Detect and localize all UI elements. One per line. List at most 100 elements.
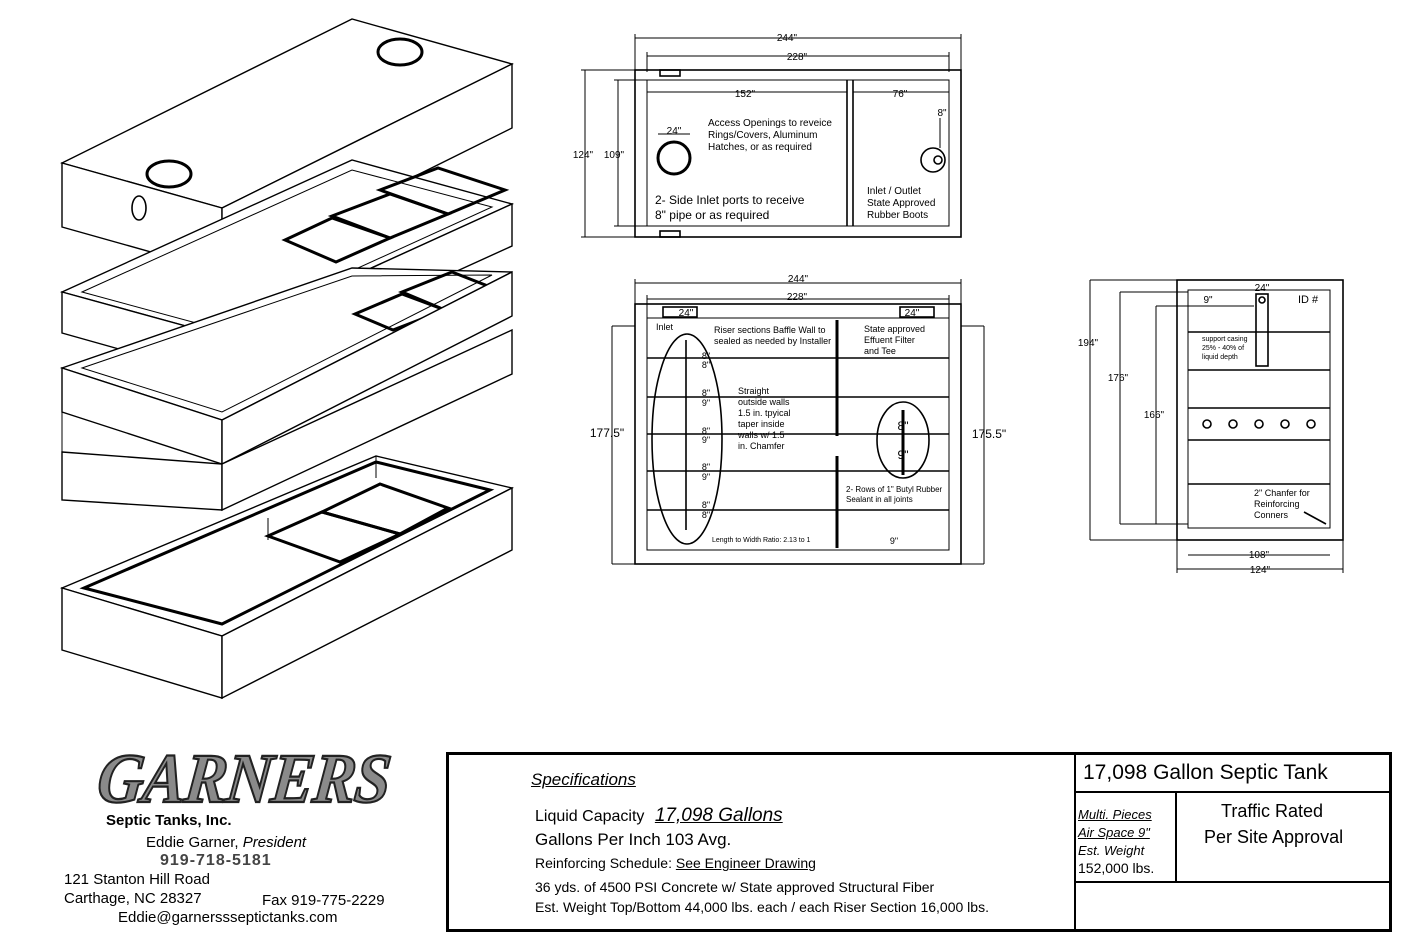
side-note-filter-3: and Tee	[864, 346, 896, 356]
side-note-rows-2: Sealant in all joints	[846, 495, 913, 504]
support-casing	[1255, 293, 1269, 367]
side-note-filter-2: Effuent Filter	[864, 335, 915, 345]
joint-dim-2: 8"	[702, 360, 710, 370]
multi-pieces: Multi. Pieces	[1078, 807, 1152, 822]
est-weight-value: 152,000 lbs.	[1078, 860, 1155, 876]
end-note-chamfer-2: Reinforcing	[1254, 499, 1300, 509]
side-label-inlet: Inlet	[656, 322, 674, 332]
address-line-1: 121 Stanton Hill Road	[64, 871, 210, 888]
rubber-boot-icon	[920, 147, 946, 173]
top-note-boot-1: Inlet / Outlet	[867, 186, 921, 197]
side-joint-8: 8"	[898, 419, 909, 433]
title-block: Specifications Liquid Capacity 17,098 Ga…	[446, 752, 1392, 932]
side-note-rows-1: 2- Rows of 1" Butyl Rubber	[846, 485, 943, 494]
top-note-access-1: Access Openings to reveice	[708, 118, 832, 129]
access-opening-icon	[656, 140, 692, 176]
contact-role: President	[242, 834, 307, 851]
side-note-walls-4: taper inside	[738, 419, 785, 429]
end-dim-124: 124"	[1250, 565, 1271, 576]
reinforcing-schedule: Reinforcing Schedule: See Engineer Drawi…	[535, 855, 816, 871]
air-space: Air Space 9"	[1078, 825, 1150, 840]
end-view: 24" 9" ID # 194" 176" 166" support casin…	[1078, 279, 1344, 576]
email-address: Eddie@garnerssseptictanks.com	[118, 909, 338, 926]
side-note-ratio: Length to Width Ratio: 2.13 to 1	[712, 537, 811, 544]
joint-dim-9: 8"	[702, 500, 710, 510]
est-weight-label: Est. Weight	[1078, 843, 1145, 858]
end-dim-176: 176"	[1108, 373, 1129, 384]
company-logo: GARNERS	[93, 738, 395, 818]
fax-number: Fax 919-775-2229	[262, 892, 385, 909]
liquid-capacity: Liquid Capacity 17,098 Gallons	[535, 805, 783, 827]
joint-dim-1: 8"	[702, 351, 710, 361]
side-note-riser-2: sealed as needed by Installer	[714, 336, 831, 346]
side-dim-overall: 244"	[788, 274, 809, 285]
joint-dim-3: 8"	[702, 388, 710, 398]
end-note-casing-3: liquid depth	[1202, 354, 1238, 361]
end-note-casing-2: 25% - 40% of	[1202, 345, 1244, 352]
top-dim-access: 24"	[667, 126, 682, 137]
top-note-inlet-1: 2- Side Inlet ports to receive	[655, 193, 805, 207]
joint-dim-7: 8"	[702, 462, 710, 472]
baffle-detail-ellipse	[876, 401, 930, 479]
side-note-walls-3: 1.5 in. tpyical	[738, 408, 791, 418]
side-dim-right-24: 24"	[905, 308, 920, 319]
liquid-capacity-label: Liquid Capacity	[535, 808, 645, 825]
joint-dim-6: 9"	[702, 435, 710, 445]
side-note-walls-2: outside walls	[738, 397, 790, 407]
top-note-access-2: Rings/Covers, Aluminum	[708, 130, 817, 141]
side-note-walls-5: walls w/ 1.5	[737, 430, 785, 440]
side-dim-right-h: 175.5"	[972, 427, 1006, 441]
end-note-casing-1: support casing	[1202, 336, 1248, 343]
top-note-access-3: Hatches, or as required	[708, 142, 812, 153]
end-dim-9: 9"	[1203, 295, 1213, 306]
weight-note: Est. Weight Top/Bottom 44,000 lbs. each …	[535, 899, 989, 915]
top-dim-right-comp: 76"	[893, 89, 908, 100]
gallons-per-inch: Gallons Per Inch 103 Avg.	[535, 830, 732, 849]
side-joint-9: 9"	[898, 448, 909, 462]
end-dim-194: 194"	[1078, 338, 1099, 349]
side-dim-inner: 228"	[787, 292, 808, 303]
reinforcing-value: See Engineer Drawing	[675, 855, 816, 871]
company-logo-block: GARNERS Septic Tanks, Inc. Eddie Garner,…	[60, 738, 400, 932]
top-dim-inlet: 8"	[937, 108, 947, 119]
side-section-view: 244" 228" 24" 24" 177.5" 175.5" Inlet Ri…	[590, 274, 1006, 565]
end-dim-166: 166"	[1144, 410, 1165, 421]
liquid-capacity-value: 17,098 Gallons	[654, 805, 783, 826]
top-dim-inner: 228"	[787, 52, 808, 63]
end-note-chamfer-1: 2" Chanfer for	[1254, 488, 1310, 498]
top-dim-inner-h: 109"	[604, 150, 625, 161]
top-note-boot-3: Rubber Boots	[867, 210, 928, 221]
top-dim-overall: 244"	[777, 33, 798, 44]
side-note-walls-6: in. Chamfer	[738, 441, 785, 451]
spec-heading: Specifications	[531, 770, 636, 789]
top-dim-outer-h: 124"	[573, 150, 594, 161]
site-approval: Per Site Approval	[1204, 827, 1344, 847]
side-note-walls-1: Straight	[738, 386, 770, 396]
contact-name: Eddie Garner,	[146, 834, 239, 851]
address-line-2: Carthage, NC 28327	[64, 890, 202, 907]
iso-riser-2	[59, 267, 513, 466]
side-note-filter-1: State approved	[864, 324, 925, 334]
side-dim-left-h: 177.5"	[590, 426, 624, 440]
top-dim-left-comp: 152"	[735, 89, 756, 100]
joint-dim-5: 8"	[702, 426, 710, 436]
joint-dim-10: 8"	[702, 510, 710, 520]
isometric-exploded-view	[59, 18, 515, 700]
end-dim-108: 108"	[1249, 550, 1270, 561]
top-note-inlet-2: 8" pipe or as required	[655, 208, 769, 222]
reinforcing-label: Reinforcing Schedule:	[535, 855, 672, 871]
top-view: 244" 228" 152" 76" 124" 109" 24" 8" Acce…	[573, 33, 962, 238]
tank-title: 17,098 Gallon Septic Tank	[1083, 761, 1328, 784]
top-outer-wall	[634, 69, 962, 238]
iso-bottom-tank	[59, 328, 515, 700]
end-note-chamfer-3: Conners	[1254, 510, 1289, 520]
top-note-boot-2: State Approved	[867, 198, 935, 209]
traffic-rated: Traffic Rated	[1221, 801, 1324, 821]
side-dim-9: 9"	[890, 536, 898, 546]
contact-person: Eddie Garner, President	[146, 834, 306, 851]
end-label-id: ID #	[1298, 294, 1319, 306]
joint-dim-8: 9"	[702, 472, 710, 482]
joint-detail-ellipse	[651, 333, 723, 545]
end-dim-24: 24"	[1255, 283, 1270, 294]
